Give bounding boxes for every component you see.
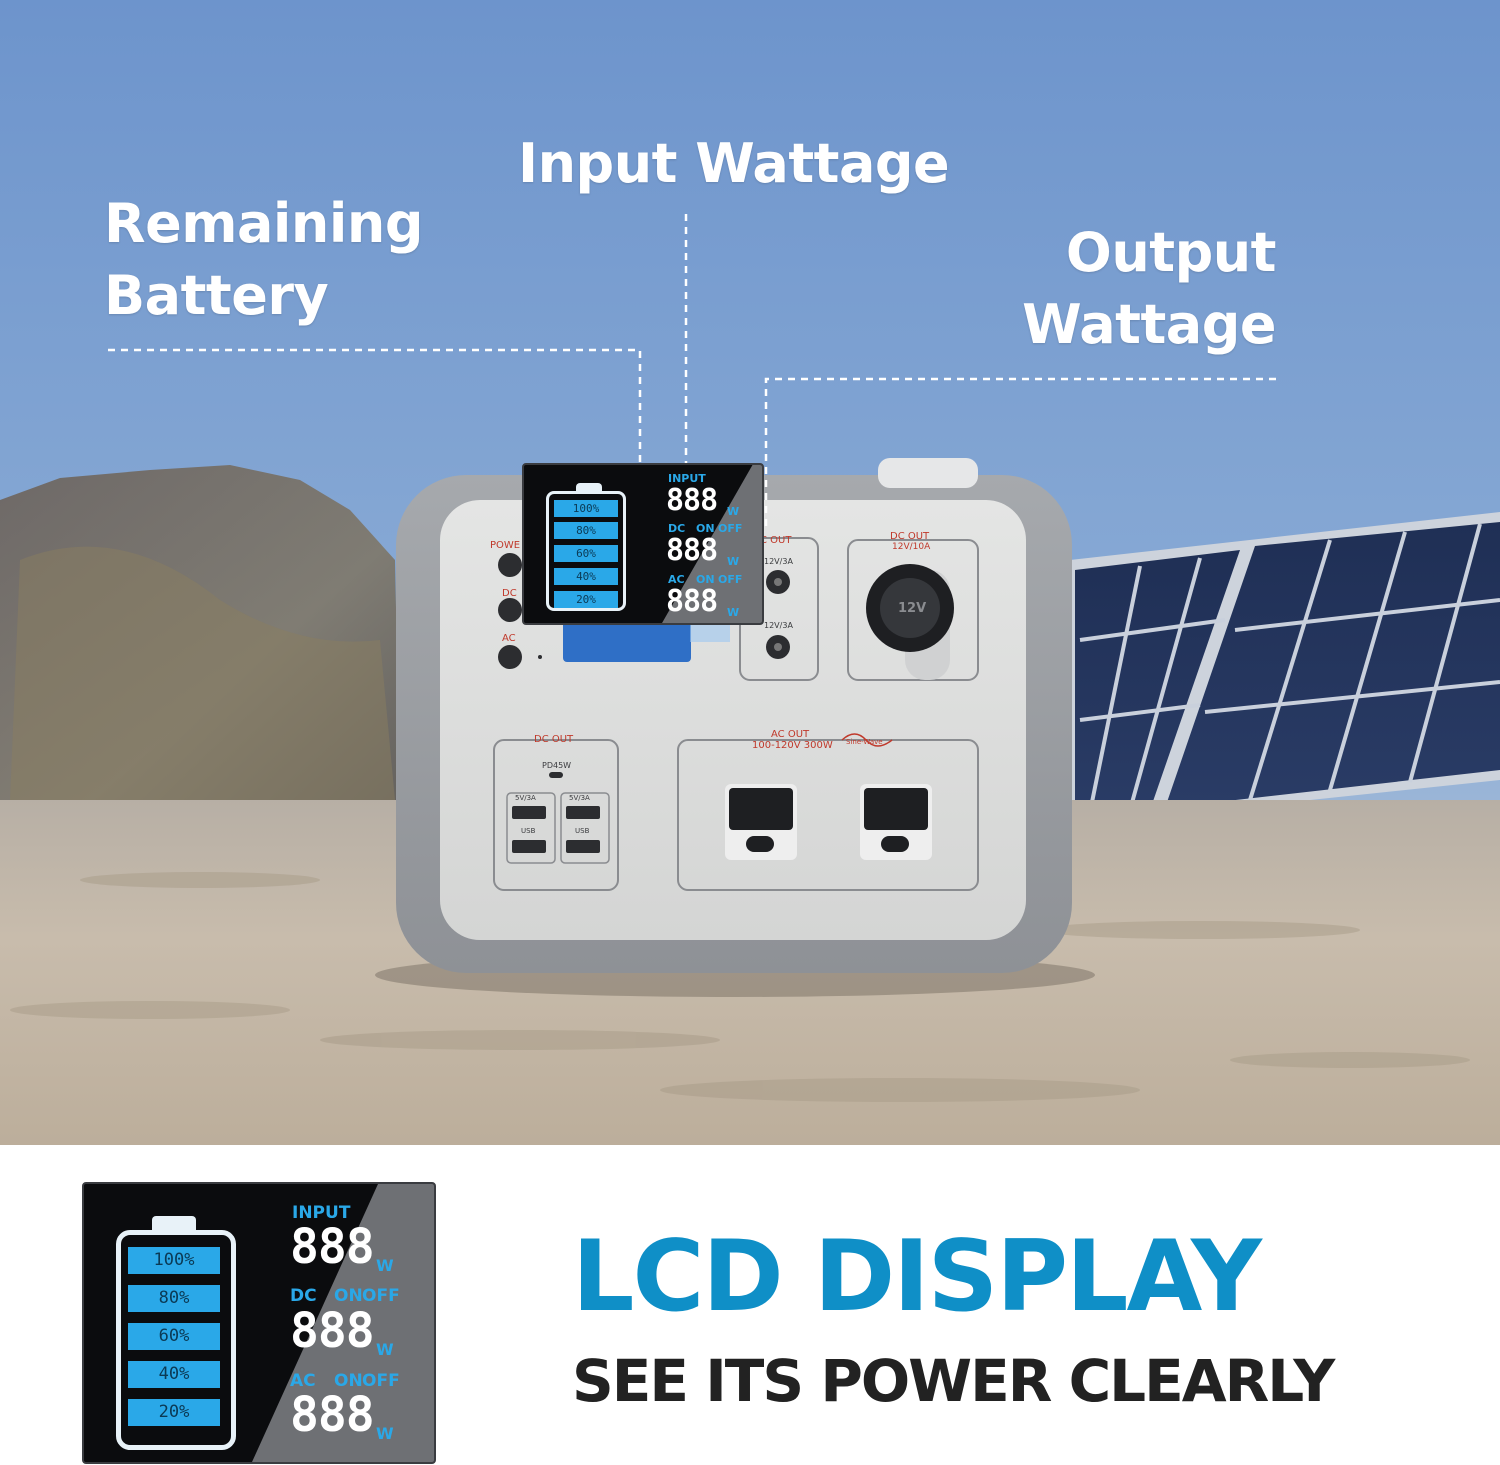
product-photo: POWE DC AC C OUT DC OUT DC OUT AC OUT 10… [0, 0, 1500, 1145]
lcd-dc-label: DC [668, 522, 686, 535]
usb-rating-right: 5V/3A [569, 794, 590, 802]
lcd-input-label-large: INPUT [292, 1203, 351, 1223]
lcd-input-unit: W [727, 505, 740, 518]
battery-bar-80: 80% [554, 522, 618, 539]
port-12v-3a-bottom-label: 12V/3A [764, 621, 793, 630]
battery-icon-large [116, 1230, 236, 1450]
power-label: POWE [490, 540, 520, 551]
lcd-ac-unit: W [727, 606, 740, 619]
dc-out-car-rating: 12V/10A [892, 542, 931, 552]
battery-bar-20-large: 20% [128, 1399, 220, 1426]
leader-lines [108, 214, 1276, 551]
dc-out-car-label: DC OUT [890, 531, 930, 542]
lcd-dc-unit: W [727, 555, 740, 568]
port-12v-3a-top-label: 12V/3A [764, 557, 793, 566]
lcd-dc-on-large: ON [334, 1286, 363, 1306]
ac-button-label: AC [502, 633, 516, 644]
output-wattage-label: Output Wattage [1022, 221, 1276, 356]
battery-bar-20: 20% [554, 591, 618, 608]
lcd-ac-unit-large: W [376, 1424, 394, 1443]
lcd-ac-digits: 888 [666, 584, 718, 619]
pd-label: PD45W [542, 761, 571, 770]
lcd-ac-label-large: AC [290, 1371, 316, 1391]
lcd-dc-unit-large: W [376, 1340, 394, 1359]
lcd-dc-label-large: DC [290, 1286, 317, 1306]
lcd-dc-off-large: OFF [362, 1286, 400, 1306]
headline: LCD DISPLAY [572, 1220, 1262, 1334]
car-socket-text: 12V [898, 601, 926, 616]
lcd-input-unit-large: W [376, 1256, 394, 1275]
scene-illustration: POWE DC AC C OUT DC OUT DC OUT AC OUT 10… [0, 0, 1500, 1145]
lcd-display-closeup: 100% 80% 60% 40% 20% INPUT 888 W DC ON O… [82, 1182, 436, 1464]
lcd-dc-on: ON [696, 522, 715, 535]
usb-rating-left: 5V/3A [515, 794, 536, 802]
lcd-input-digits-large: 888 [290, 1219, 375, 1275]
lcd-ac-label: AC [668, 573, 685, 586]
sine-wave-label: Sine-Wave [846, 738, 883, 746]
battery-bar-60: 60% [554, 545, 618, 562]
usb-dc-out-label: DC OUT [534, 734, 574, 745]
battery-icon [546, 491, 626, 611]
lcd-dc-digits-large: 888 [290, 1303, 375, 1359]
ac-out-label: AC OUT [771, 729, 810, 740]
usb-label-left: USB [521, 827, 536, 835]
lcd-dc-off: OFF [718, 522, 743, 535]
ac-out-rating: 100-120V 300W [752, 740, 833, 751]
lcd-input-digits: 888 [666, 483, 718, 518]
usb-label-right: USB [575, 827, 590, 835]
lcd-display-overlay: 100% 80% 60% 40% 20% INPUT 888 W DC ON O… [522, 463, 764, 625]
lcd-dc-digits: 888 [666, 533, 718, 568]
lcd-ac-on: ON [696, 573, 715, 586]
lcd-ac-digits-large: 888 [290, 1387, 375, 1443]
battery-bar-40: 40% [554, 568, 618, 585]
subheadline: SEE ITS POWER CLEARLY [572, 1347, 1335, 1415]
battery-bar-100-large: 100% [128, 1247, 220, 1274]
battery-bar-60-large: 60% [128, 1323, 220, 1350]
lcd-ac-off-large: OFF [362, 1371, 400, 1391]
dc-out-top-label: C OUT [760, 535, 792, 546]
remaining-battery-label: Remaining Battery [104, 192, 423, 327]
lcd-ac-on-large: ON [334, 1371, 363, 1391]
battery-bar-100: 100% [554, 500, 618, 517]
lcd-input-label: INPUT [668, 472, 706, 485]
lcd-ac-off: OFF [718, 573, 743, 586]
battery-bar-40-large: 40% [128, 1361, 220, 1388]
dc-button-label: DC [502, 588, 517, 599]
input-wattage-label: Input Wattage [518, 132, 950, 195]
battery-bar-80-large: 80% [128, 1285, 220, 1312]
